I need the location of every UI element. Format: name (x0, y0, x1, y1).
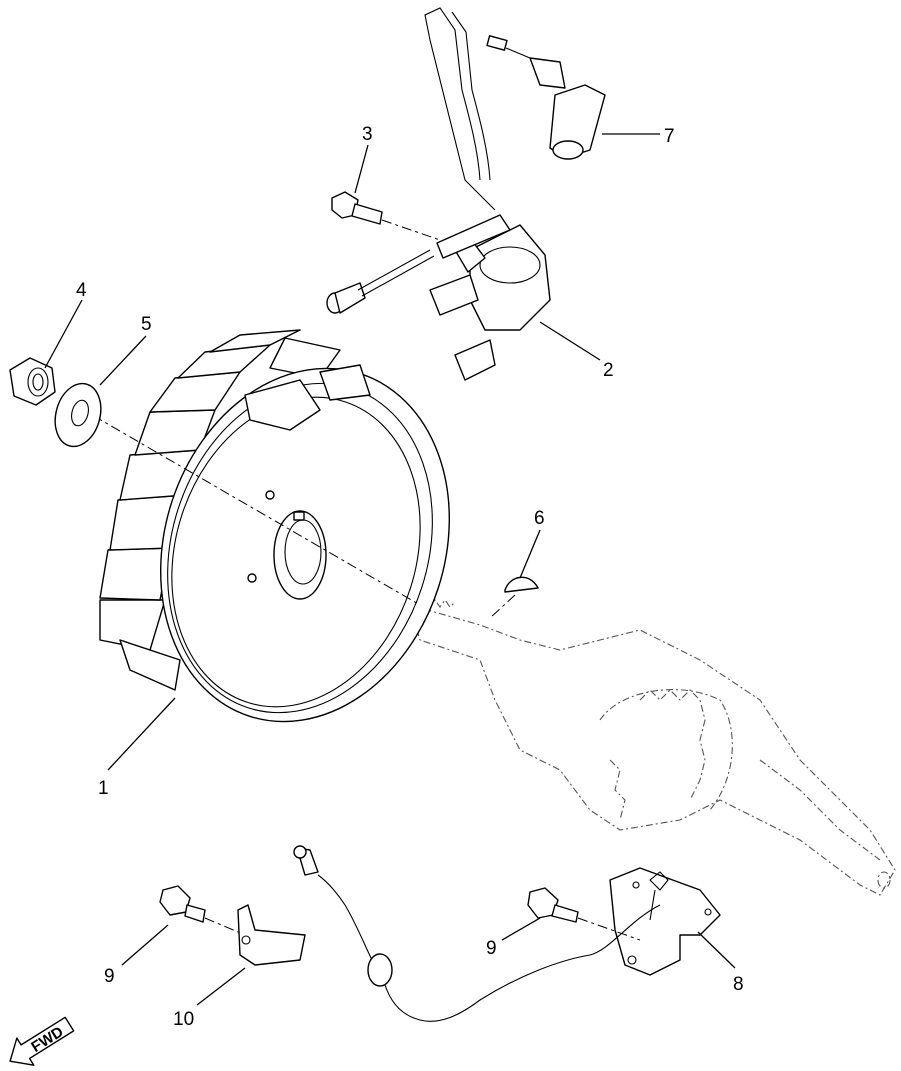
ignition-coil (326, 7, 551, 381)
switch-bolt (527, 887, 641, 941)
spark-plug-boot (505, 47, 606, 160)
flywheel-center-line (74, 404, 421, 606)
leader-lines (44, 133, 736, 1006)
callout-2: 2 (603, 360, 614, 381)
callout-8: 8 (733, 974, 744, 995)
forward-direction-arrow: FWD (9, 1016, 75, 1066)
callout-10: 10 (173, 1009, 194, 1030)
callout-3: 3 (362, 124, 373, 145)
callout-6: 6 (534, 508, 545, 529)
callout-labels: 1 2 3 4 5 6 7 8 9 9 10 (76, 124, 744, 1030)
flywheel-nut (9, 357, 56, 406)
callout-7: 7 (664, 126, 675, 147)
callout-1: 1 (98, 778, 109, 799)
callout-5: 5 (141, 314, 152, 335)
callout-9-right: 9 (486, 938, 497, 959)
washer (54, 382, 102, 448)
ground-terminal-bracket (237, 904, 306, 966)
stop-switch-bracket (293, 845, 721, 1022)
callout-4: 4 (76, 280, 87, 301)
crankshaft-phantom (409, 599, 896, 896)
coil-bolt (331, 191, 441, 241)
callout-9-left: 9 (104, 966, 115, 987)
woodruff-key (489, 576, 539, 619)
ground-bolt (159, 885, 246, 936)
flywheel (99, 329, 450, 723)
